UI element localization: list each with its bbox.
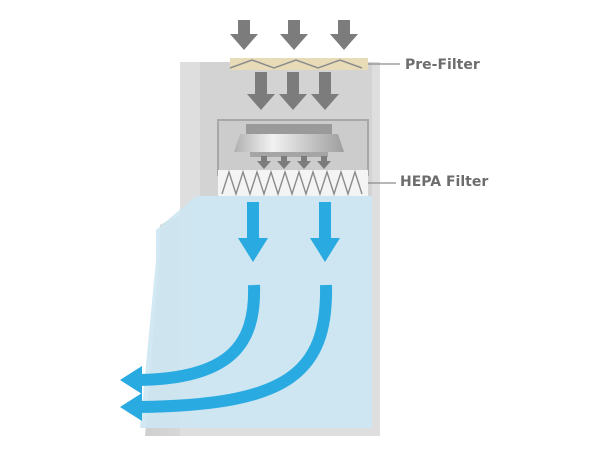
arrow-down-icon: [277, 156, 291, 169]
plenum-arrows: [247, 72, 339, 110]
arrow-down-icon: [297, 156, 311, 169]
arrow-down-icon: [257, 156, 271, 169]
pre-filter-pleats: [229, 59, 363, 69]
pre-filter: [230, 58, 368, 70]
arrow-down-icon: [280, 20, 308, 50]
intake-arrows: [230, 20, 358, 50]
arrow-down-icon: [247, 72, 275, 110]
exhaust-arrows: [139, 284, 333, 413]
arrow-down-icon: [311, 72, 339, 110]
exhaust-arrowheads: [120, 366, 142, 421]
work-zone: [196, 196, 372, 428]
arrow-down-icon: [279, 72, 307, 110]
arrow-down-icon: [230, 20, 258, 50]
arrow-down-icon: [330, 20, 358, 50]
arrow-down-icon: [317, 156, 331, 169]
hepa-filter-pleats: [221, 169, 363, 197]
arrow-down-icon: [238, 202, 268, 262]
curved-arrow-left-icon: [139, 284, 261, 386]
pre-filter-label: Pre-Filter: [405, 57, 480, 73]
work-zone-front: [140, 196, 196, 428]
downflow-arrows: [238, 202, 340, 262]
arrow-down-icon: [310, 202, 340, 262]
curved-arrow-left-icon: [139, 284, 333, 413]
blower-fan: [234, 124, 344, 157]
hepa-filter-label: HEPA Filter: [400, 174, 489, 190]
blower-output-arrows: [257, 156, 331, 169]
